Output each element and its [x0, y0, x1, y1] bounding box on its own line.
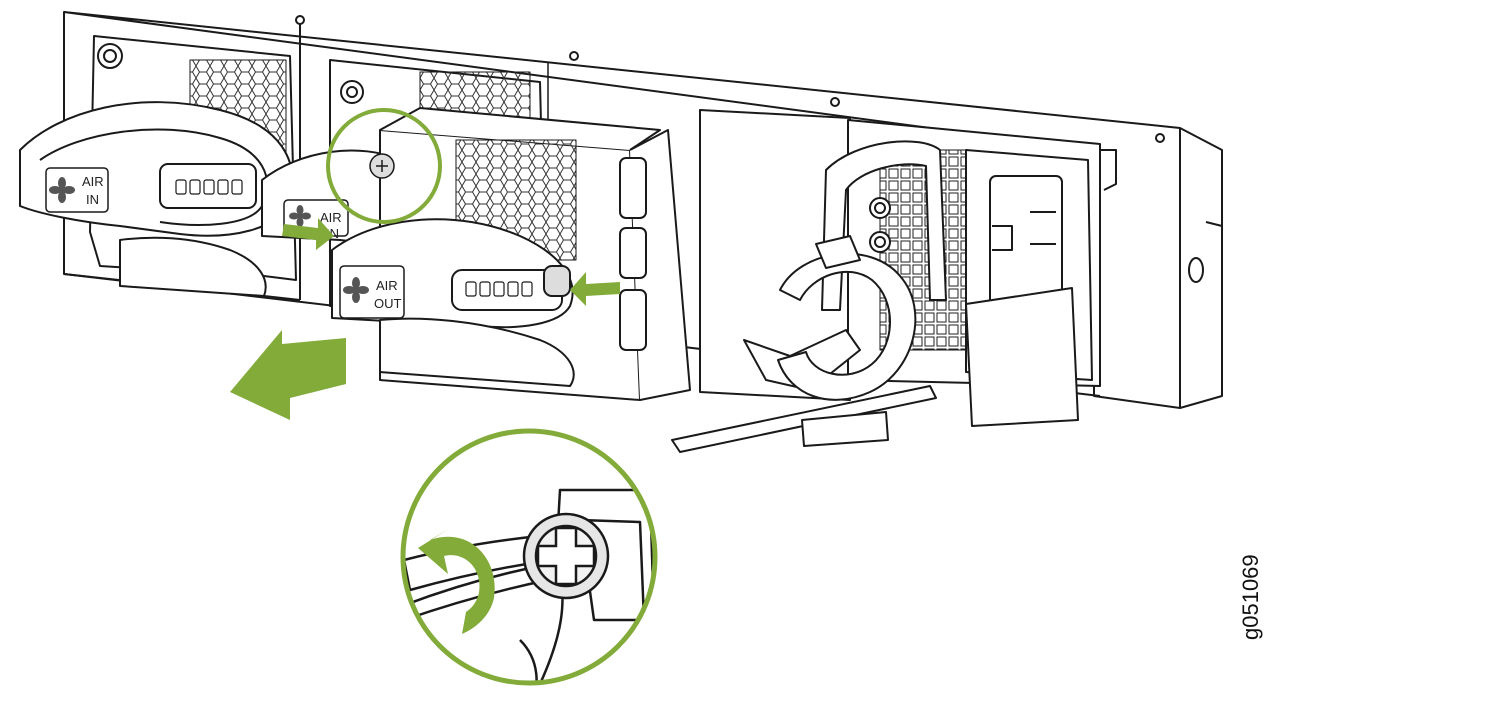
- module1-label-line2: IN: [86, 192, 99, 207]
- screw-icon[interactable]: [369, 153, 395, 179]
- module3-label-line1: AIR: [376, 278, 398, 293]
- fan-icon: [289, 205, 311, 227]
- fan-module-3[interactable]: [331, 107, 691, 401]
- screw-zoom-detail: [400, 428, 658, 686]
- power-supply: [699, 109, 1117, 427]
- zoom-circle: [400, 428, 658, 686]
- fan-icon: [49, 177, 75, 203]
- fan-icon: [343, 277, 369, 303]
- screw-icon: [522, 512, 610, 600]
- arrow-right-icon: [282, 218, 334, 250]
- fan-module-1[interactable]: [19, 35, 297, 297]
- arrow-left-icon: [570, 272, 620, 306]
- figure-id: g051069: [1238, 554, 1263, 640]
- module3-label-line2: OUT: [374, 296, 402, 311]
- arrow-left-icon: [230, 330, 346, 420]
- rotate-arrow-icon: [418, 528, 495, 634]
- module1-label-line1: AIR: [82, 174, 104, 189]
- module2-label-line1: AIR: [320, 210, 342, 225]
- screw-highlight-circle: [326, 108, 442, 224]
- cable-tie: [671, 235, 937, 453]
